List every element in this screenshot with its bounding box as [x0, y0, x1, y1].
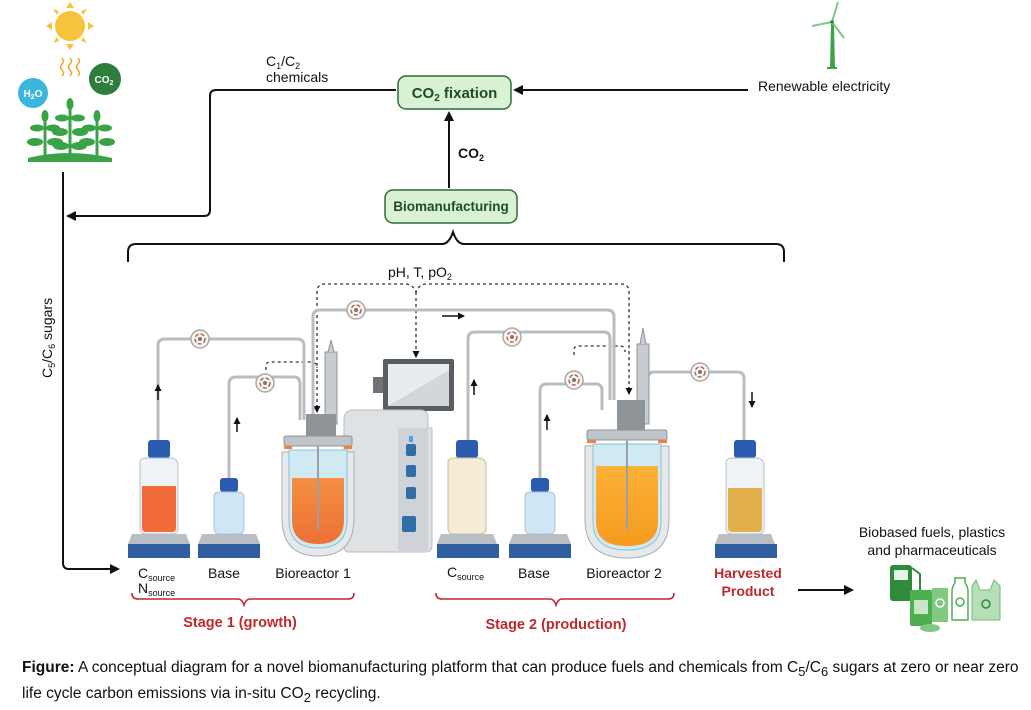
products-label-line2: and pharmaceuticals: [867, 542, 996, 558]
biomanufacturing-node: Biomanufacturing: [384, 189, 518, 224]
pump-icon: [255, 373, 275, 393]
svg-text:CO2 fixation: CO2 fixation: [412, 85, 498, 104]
pump-icon: [502, 327, 522, 347]
controller-monitor-icon: [373, 359, 454, 411]
sensor-signal-lines: [265, 283, 630, 408]
stage-2-label: Stage 2 (production): [486, 617, 627, 633]
csource-nsource-bottle-icon: [128, 440, 190, 558]
pump-icon: [564, 370, 584, 390]
h2o-bubble-icon: H2O: [18, 78, 48, 108]
pump-icon: [346, 300, 366, 320]
bioreactor-2-icon: [584, 327, 670, 559]
caption-text: recycling.: [310, 685, 381, 703]
base-1-label: Base: [208, 565, 240, 581]
figure-caption: Figure: A conceptual diagram for a novel…: [22, 657, 1022, 709]
sunlight-rays-icon: [59, 57, 81, 77]
renewable-electricity-label: Renewable electricity: [758, 78, 890, 94]
plants-icon: [27, 98, 115, 162]
csource-1-label: Csource: [138, 565, 175, 583]
co2-arrow-label: CO2: [458, 145, 484, 163]
sugars-arrow: [62, 172, 120, 574]
stage-1-bracket: [131, 592, 355, 608]
svg-text:CO2: CO2: [95, 75, 114, 87]
caption-prefix: Figure:: [22, 659, 75, 676]
bioreactor-1-icon: [281, 339, 355, 557]
products-label: Biobased fuels, plastics: [859, 524, 1005, 540]
caption-sub: 5: [798, 664, 806, 680]
caption-text: /C: [805, 659, 821, 676]
wind-turbine-icon: [811, 1, 845, 69]
sugars-label: C5/C6 sugars: [39, 298, 57, 378]
c1c2-chemicals-label: C1/C2: [266, 53, 300, 71]
bioreactor-2-label: Bioreactor 2: [586, 565, 662, 581]
caption-sub: 6: [820, 664, 829, 680]
csource-2-label: Csource: [447, 564, 484, 582]
harvested-product-label-line2: Product: [722, 583, 775, 599]
sun-icon: [46, 2, 94, 50]
nsource-1-label: Nsource: [138, 580, 175, 598]
sensors-label: pH, T, pO2: [388, 264, 452, 282]
pump-icon: [690, 362, 710, 382]
co2-bubble-icon: CO2: [89, 63, 121, 95]
c1c2-chemicals-arrow: [66, 89, 396, 221]
csource-bottle-2-icon: [437, 440, 499, 558]
stage-1-label: Stage 1 (growth): [183, 615, 297, 631]
biobased-products-icon: [890, 565, 1001, 632]
base-bottle-2-icon: [509, 478, 571, 558]
controller-unit-icon: [343, 409, 433, 553]
base-bottle-1-icon: [198, 478, 260, 558]
svg-text:H2O: H2O: [24, 89, 43, 101]
stage-2-bracket: [435, 592, 675, 608]
base-2-label: Base: [518, 565, 550, 581]
caption-sub: 2: [303, 690, 311, 706]
biomanufacturing-bracket: [127, 228, 785, 262]
c1c2-chemicals-label-line2: chemicals: [266, 69, 328, 85]
bioreactor-1-label: Bioreactor 1: [275, 565, 351, 581]
harvested-product-bottle-icon: [715, 440, 777, 558]
harvested-product-label: Harvested: [714, 565, 782, 581]
caption-text: A conceptual diagram for a novel biomanu…: [74, 659, 799, 676]
caption-text: sugars at zero or near zero life cycle c…: [22, 659, 1019, 703]
svg-text:Biomanufacturing: Biomanufacturing: [393, 199, 509, 214]
pump-icon: [190, 329, 210, 349]
co2-fixation-node: CO2 fixation: [397, 75, 512, 110]
